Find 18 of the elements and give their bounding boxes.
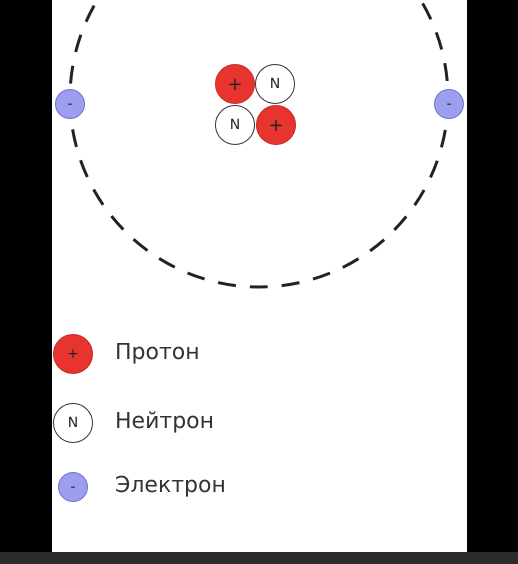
legend-label: Протон (115, 340, 200, 366)
electron-circle (434, 89, 464, 119)
particle-sign: - (446, 96, 452, 112)
particle-sign: N (68, 415, 78, 431)
particle-sign: N (270, 76, 280, 92)
electron-circle (55, 89, 85, 119)
particle-sign: - (70, 479, 76, 495)
proton-circle (215, 64, 255, 104)
legend-label: Нейтрон (115, 409, 214, 435)
particle-sign: + (268, 114, 284, 136)
particle-sign: + (227, 74, 243, 94)
neutron-circle (255, 64, 295, 104)
neutron-circle (215, 105, 255, 145)
proton-circle (256, 105, 296, 145)
legend-label: Электрон (115, 473, 226, 499)
particle-sign: + (67, 346, 79, 362)
particle-sign: - (67, 96, 73, 112)
particle-sign: N (230, 117, 240, 133)
